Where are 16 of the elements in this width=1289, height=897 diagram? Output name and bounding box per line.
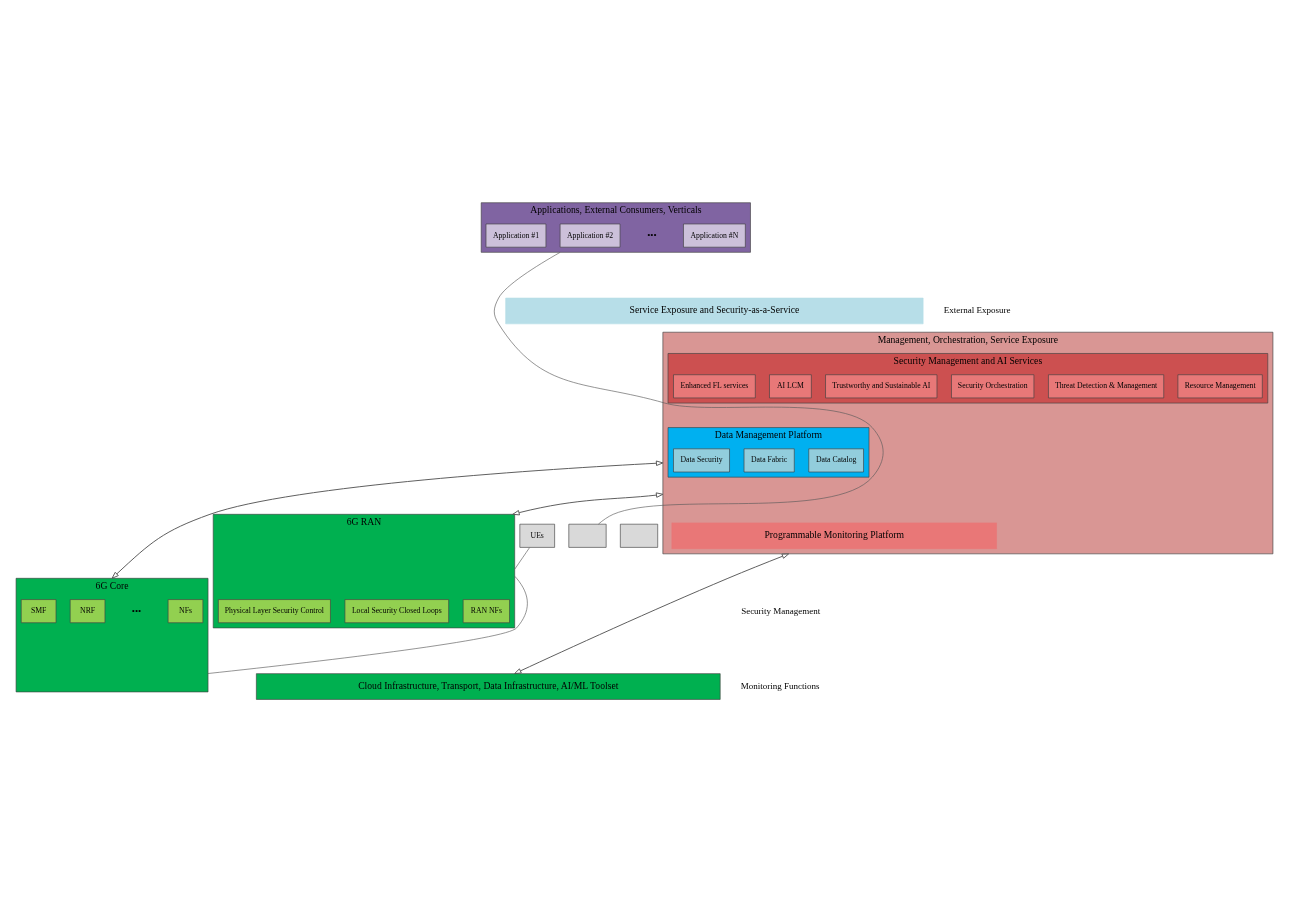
label: External Exposure bbox=[943, 305, 1011, 316]
arrow bbox=[111, 460, 664, 579]
arrow bbox=[514, 553, 790, 675]
label: ••• bbox=[647, 229, 657, 240]
node-box bbox=[568, 523, 607, 548]
node-box: Programmable Monitoring Platform bbox=[671, 522, 997, 549]
label: ••• bbox=[131, 605, 142, 616]
connector bbox=[207, 575, 528, 674]
connector bbox=[514, 547, 530, 570]
label: Monitoring Functions bbox=[740, 680, 820, 691]
node-box: Service Exposure and Security-as-a-Service bbox=[505, 297, 924, 325]
connector bbox=[493, 252, 884, 525]
arrow bbox=[512, 492, 664, 516]
label: Security Management bbox=[741, 605, 821, 616]
node-box bbox=[620, 523, 659, 548]
node-box: Cloud Infrastructure, Transport, Data Infrastructure, AI/ML Toolset bbox=[256, 673, 721, 700]
